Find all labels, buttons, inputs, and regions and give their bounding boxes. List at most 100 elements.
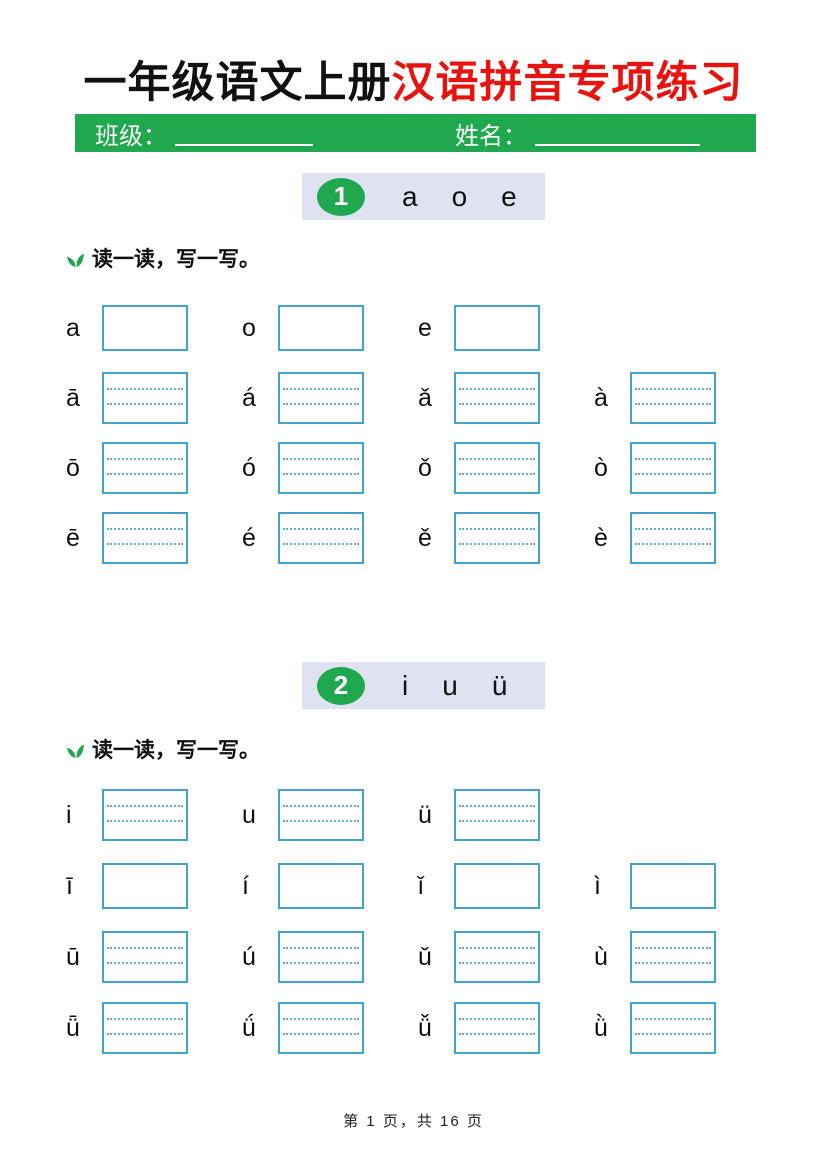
writing-box-four-line[interactable]: [630, 511, 716, 564]
writing-box-plain[interactable]: [102, 862, 188, 909]
pinyin-letter: ē: [66, 524, 80, 552]
pinyin-letter: ú: [242, 943, 256, 971]
instruction-text: 读一读，写一写。: [92, 248, 260, 271]
pinyin-letter: ā: [66, 384, 80, 412]
page-title: 一年级语文上册汉语拼音专项练习: [0, 48, 827, 110]
pinyin-letter: ò: [594, 454, 608, 482]
pinyin-letter: ǜ: [594, 1014, 608, 1042]
pinyin-letter: ù: [594, 943, 608, 971]
writing-box-four-line[interactable]: [102, 511, 188, 564]
pinyin-letter: e: [418, 314, 432, 342]
pinyin-letter: ǒ: [418, 454, 432, 482]
section-letter: a: [402, 180, 418, 212]
writing-box-four-line[interactable]: [454, 1001, 540, 1054]
writing-box-four-line[interactable]: [278, 930, 364, 983]
pinyin-letter: é: [242, 524, 256, 552]
writing-box-four-line[interactable]: [102, 1001, 188, 1054]
writing-box-four-line[interactable]: [630, 441, 716, 494]
pinyin-letter: i: [66, 801, 72, 829]
pinyin-cell: ó: [242, 441, 418, 494]
writing-box-four-line[interactable]: [278, 1001, 364, 1054]
pinyin-letter: ì: [594, 872, 601, 900]
pinyin-letter: á: [242, 384, 256, 412]
pinyin-cell: á: [242, 371, 418, 424]
pinyin-letter: ǖ: [66, 1014, 80, 1042]
writing-box-four-line[interactable]: [102, 371, 188, 424]
title-text-black: 一年级语文上册: [83, 60, 392, 107]
pinyin-cell: é: [242, 511, 418, 564]
pinyin-cell: ù: [594, 930, 770, 983]
title-text-red: 汉语拼音专项练习: [391, 60, 744, 107]
writing-box-four-line[interactable]: [278, 371, 364, 424]
pinyin-cell: ě: [418, 511, 594, 564]
pinyin-cell: ǚ: [418, 1001, 594, 1054]
pinyin-cell: ǖ: [66, 1001, 242, 1054]
writing-box-four-line[interactable]: [630, 930, 716, 983]
pinyin-cell: ü: [418, 788, 594, 841]
writing-box-four-line[interactable]: [278, 788, 364, 841]
writing-box-plain[interactable]: [454, 304, 540, 351]
pinyin-letter: ǘ: [242, 1014, 256, 1042]
writing-box-plain[interactable]: [630, 862, 716, 909]
pinyin-letter: a: [66, 314, 80, 342]
writing-box-four-line[interactable]: [454, 371, 540, 424]
writing-box-four-line[interactable]: [278, 511, 364, 564]
pinyin-letter: í: [242, 872, 249, 900]
writing-box-plain[interactable]: [278, 304, 364, 351]
student-info-bar: 班级： 姓名：: [75, 114, 756, 152]
writing-box-four-line[interactable]: [102, 930, 188, 983]
writing-box-plain[interactable]: [454, 862, 540, 909]
writing-box-four-line[interactable]: [454, 930, 540, 983]
writing-box-four-line[interactable]: [454, 788, 540, 841]
section-letter: o: [451, 180, 468, 212]
pinyin-cell: o: [242, 301, 418, 354]
pinyin-letter: ō: [66, 454, 80, 482]
pinyin-letter: ū: [66, 943, 80, 971]
writing-box-four-line[interactable]: [102, 441, 188, 494]
pinyin-letter: ǔ: [418, 943, 432, 971]
pinyin-cell: u: [242, 788, 418, 841]
instruction-line: 读一读，写一写。: [64, 243, 260, 273]
writing-box-four-line[interactable]: [454, 511, 540, 564]
section-letter: u: [442, 669, 458, 701]
pinyin-cell: ì: [594, 859, 770, 912]
section-letter: e: [501, 180, 517, 212]
pinyin-letter: à: [594, 384, 608, 412]
section-number-badge: 2: [317, 666, 365, 705]
pinyin-letter: ó: [242, 454, 256, 482]
writing-box-four-line[interactable]: [454, 441, 540, 494]
section-letter: i: [402, 669, 409, 701]
pinyin-letter: ǚ: [418, 1014, 432, 1042]
pinyin-letter: è: [594, 524, 608, 552]
writing-box-plain[interactable]: [102, 304, 188, 351]
pinyin-cell: ú: [242, 930, 418, 983]
writing-box-four-line[interactable]: [278, 441, 364, 494]
pinyin-cell: e: [418, 301, 594, 354]
name-fill-in-line[interactable]: [535, 120, 700, 146]
writing-box-plain[interactable]: [278, 862, 364, 909]
class-fill-in-line[interactable]: [175, 120, 313, 146]
writing-box-four-line[interactable]: [102, 788, 188, 841]
section-letter: ü: [491, 669, 508, 701]
pinyin-letter: ǎ: [418, 384, 432, 412]
pinyin-cell: ò: [594, 441, 770, 494]
pinyin-cell: à: [594, 371, 770, 424]
writing-box-four-line[interactable]: [630, 1001, 716, 1054]
writing-box-four-line[interactable]: [630, 371, 716, 424]
name-label: 姓名：: [455, 123, 527, 150]
pinyin-letter: ü: [418, 801, 432, 829]
pinyin-cell: ǒ: [418, 441, 594, 494]
pinyin-cell: ǔ: [418, 930, 594, 983]
pinyin-cell: ō: [66, 441, 242, 494]
pinyin-cell: a: [66, 301, 242, 354]
